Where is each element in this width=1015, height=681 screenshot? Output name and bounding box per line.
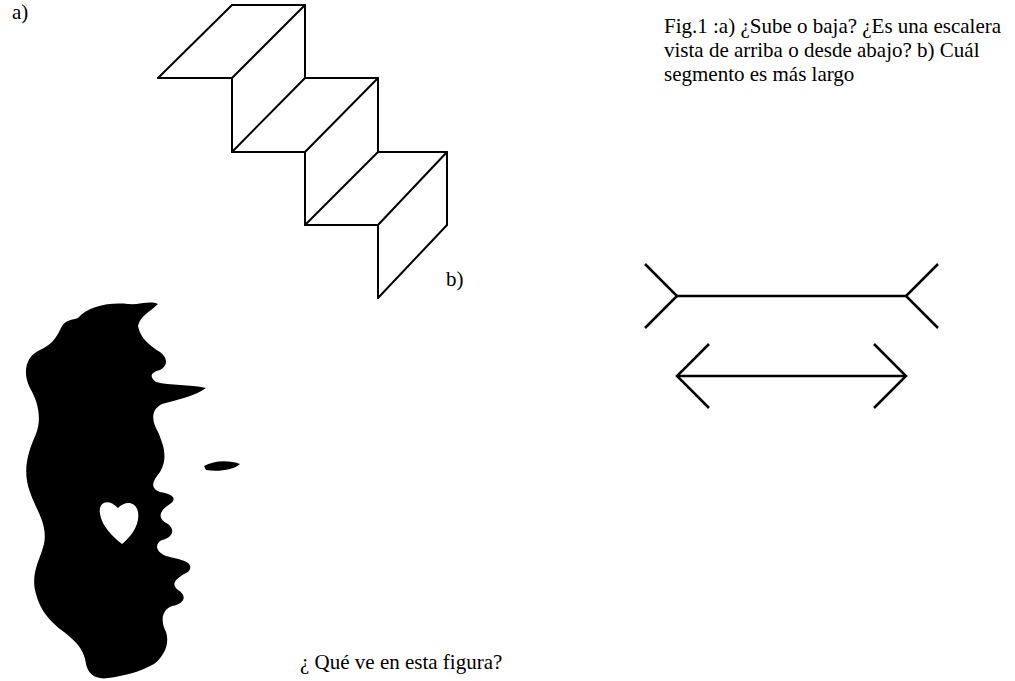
stair-edge xyxy=(378,152,447,225)
stair-edge xyxy=(158,5,232,78)
stair-right-profile xyxy=(232,5,447,225)
figure-caption: Fig.1 :a) ¿Sube o baja? ¿Es una escalera… xyxy=(664,14,1010,86)
muller-lyer-figure xyxy=(645,264,938,408)
part-label: a) xyxy=(12,0,28,24)
stair-edge xyxy=(232,5,305,78)
silhouette-body xyxy=(26,302,206,678)
silhouette-eye xyxy=(204,461,240,471)
stair-edge xyxy=(305,152,378,225)
fin xyxy=(906,264,938,328)
staircase-figure xyxy=(158,5,447,298)
stair-edge xyxy=(232,78,305,152)
segment-top xyxy=(677,295,906,298)
question-label: ¿ Qué ve en esta figura? xyxy=(300,650,502,674)
fin xyxy=(645,264,677,328)
arrowhead xyxy=(677,344,709,408)
segment-bottom xyxy=(677,375,906,378)
part-label: b) xyxy=(446,267,464,291)
saxophonist-silhouette xyxy=(26,302,240,678)
stair-edge xyxy=(378,225,447,298)
stair-edge xyxy=(305,78,378,152)
stair-left-profile xyxy=(158,78,378,298)
arrowhead xyxy=(874,344,906,408)
